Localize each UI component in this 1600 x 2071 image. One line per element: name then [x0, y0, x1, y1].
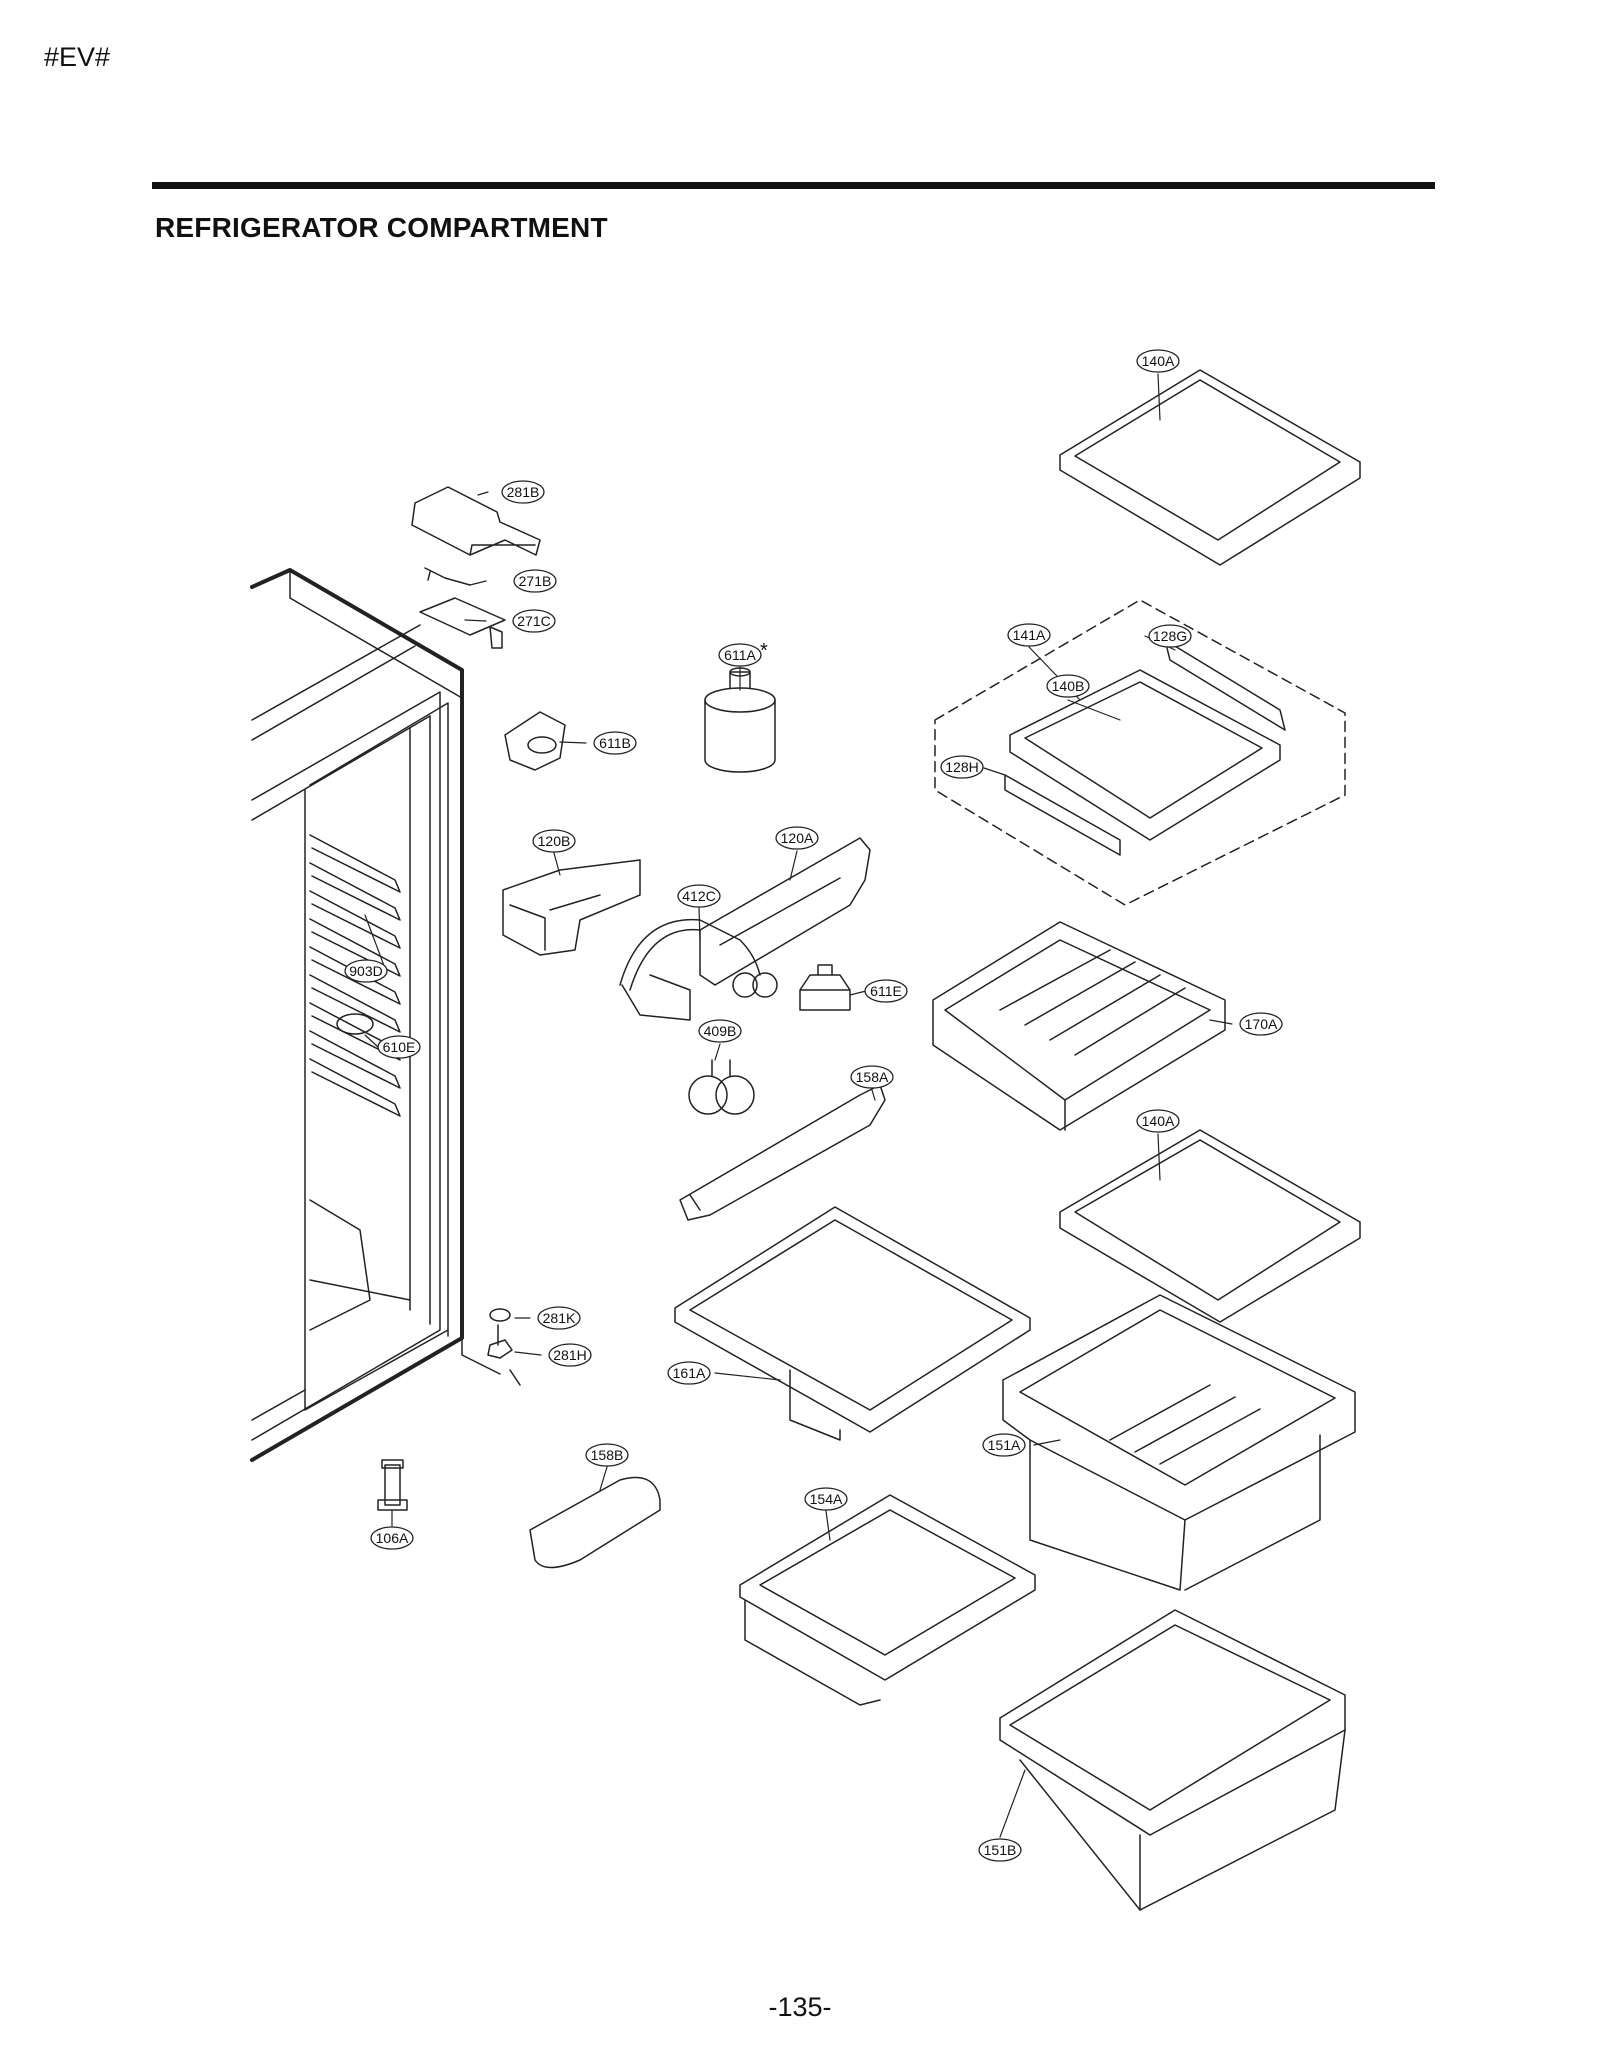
title-rule	[152, 182, 1435, 189]
part-271c-drawing	[419, 597, 506, 649]
part-140a-upper-drawing	[1059, 369, 1361, 566]
callout-text: 128H	[945, 759, 978, 775]
callout-text: 120A	[781, 830, 814, 846]
callout-text: 170A	[1245, 1016, 1278, 1032]
callout-151a: 151A	[982, 1433, 1026, 1457]
callout-170a: 170A	[1239, 1012, 1283, 1036]
callout-611e: 611E	[864, 979, 908, 1003]
part-154a-drawing	[739, 1494, 1036, 1706]
part-271b-drawing	[424, 567, 471, 586]
callout-611b: 611B	[593, 731, 637, 755]
callout-text: 161A	[673, 1365, 706, 1381]
callout-141a: 141A	[1007, 623, 1051, 647]
part-281h-drawing	[487, 1324, 521, 1386]
part-140b-drawing	[1009, 669, 1281, 841]
leader-lines	[364, 373, 1233, 1838]
callout-120a: 120A	[775, 826, 819, 850]
callout-903d: 903D	[344, 959, 388, 983]
cabinet-drawing	[250, 568, 501, 1462]
callout-140a: 140A	[1136, 1109, 1180, 1133]
callout-text: 409B	[704, 1023, 737, 1039]
callout-128g: 128G	[1148, 624, 1192, 648]
part-120a-drawing	[699, 837, 871, 986]
page-title: REFRIGERATOR COMPARTMENT	[155, 212, 608, 243]
callout-281h: 281H	[548, 1343, 592, 1367]
callout-281b: 281B	[501, 480, 545, 504]
callout-140b: 140B	[1046, 674, 1090, 698]
callout-271c: 271C	[512, 609, 556, 633]
callout-text: 158B	[591, 1447, 624, 1463]
callout-106a: 106A	[370, 1526, 414, 1550]
callout-412c: 412C	[677, 884, 721, 908]
callout-158b: 158B	[585, 1443, 629, 1467]
callout-271b: 271B	[513, 569, 557, 593]
callout-text: 281H	[553, 1347, 586, 1363]
document-code: #EV#	[44, 42, 111, 72]
callout-128h: 128H	[940, 755, 984, 779]
part-281b-drawing	[411, 486, 541, 556]
callout-text: 140A	[1142, 1113, 1175, 1129]
callout-text: 611A	[724, 647, 756, 663]
part-409b-drawing	[688, 1059, 755, 1115]
part-412c-drawing	[619, 918, 778, 1021]
callout-text: 141A	[1013, 627, 1046, 643]
callout-text: 271B	[519, 573, 552, 589]
callout-text: 158A	[856, 1069, 889, 1085]
callout-text: 151A	[988, 1437, 1021, 1453]
callout-text: 281K	[543, 1310, 576, 1326]
part-161a-drawing	[674, 1206, 1031, 1441]
callout-text: 120B	[538, 833, 571, 849]
part-140a-lower-drawing	[1059, 1129, 1361, 1323]
callout-151b: 151B	[978, 1838, 1022, 1862]
callout-text: 140A	[1142, 353, 1175, 369]
callout-120b: 120B	[532, 829, 576, 853]
filter-asterisk: *	[760, 640, 768, 662]
part-170a-drawing	[932, 921, 1226, 1131]
callout-161a: 161A	[667, 1361, 711, 1385]
part-120b-drawing	[502, 859, 641, 956]
part-611b-drawing	[504, 711, 566, 771]
part-158a-drawing	[679, 1084, 886, 1221]
callout-text: 154A	[810, 1491, 843, 1507]
callout-text: 611E	[870, 983, 902, 999]
part-158b-drawing	[529, 1476, 661, 1569]
callout-text: 610E	[383, 1039, 416, 1055]
callout-text: 281B	[507, 484, 540, 500]
callout-154a: 154A	[804, 1487, 848, 1511]
callout-text: 903D	[349, 963, 382, 979]
part-151a-drawing	[1002, 1294, 1356, 1591]
callout-text: 140B	[1052, 678, 1085, 694]
callout-281k: 281K	[537, 1306, 581, 1330]
part-128g-drawing	[1164, 639, 1286, 731]
part-611e-drawing	[799, 964, 851, 1011]
part-151b-drawing	[999, 1609, 1346, 1911]
callout-611a: 611A	[718, 643, 762, 667]
part-128h-drawing	[1004, 774, 1121, 856]
callout-labels: 140A 281B 271B 271C 611A 141A 128G 140B 611B 128H…	[344, 349, 1283, 1862]
assembly-141a-boundary	[934, 599, 1346, 906]
page-number: -135-	[768, 1992, 832, 2022]
callout-158a: 158A	[850, 1065, 894, 1089]
callout-text: 151B	[984, 1842, 1017, 1858]
callout-text: 611B	[599, 735, 631, 751]
part-106a-drawing	[377, 1459, 408, 1511]
callout-text: 106A	[376, 1530, 409, 1546]
callout-409b: 409B	[698, 1019, 742, 1043]
callout-text: 271C	[517, 613, 550, 629]
part-281k-drawing	[489, 1308, 511, 1322]
callout-text: 128G	[1153, 628, 1187, 644]
callout-text: 412C	[682, 888, 715, 904]
callout-140a: 140A	[1136, 349, 1180, 373]
callout-610e: 610E	[377, 1035, 421, 1059]
